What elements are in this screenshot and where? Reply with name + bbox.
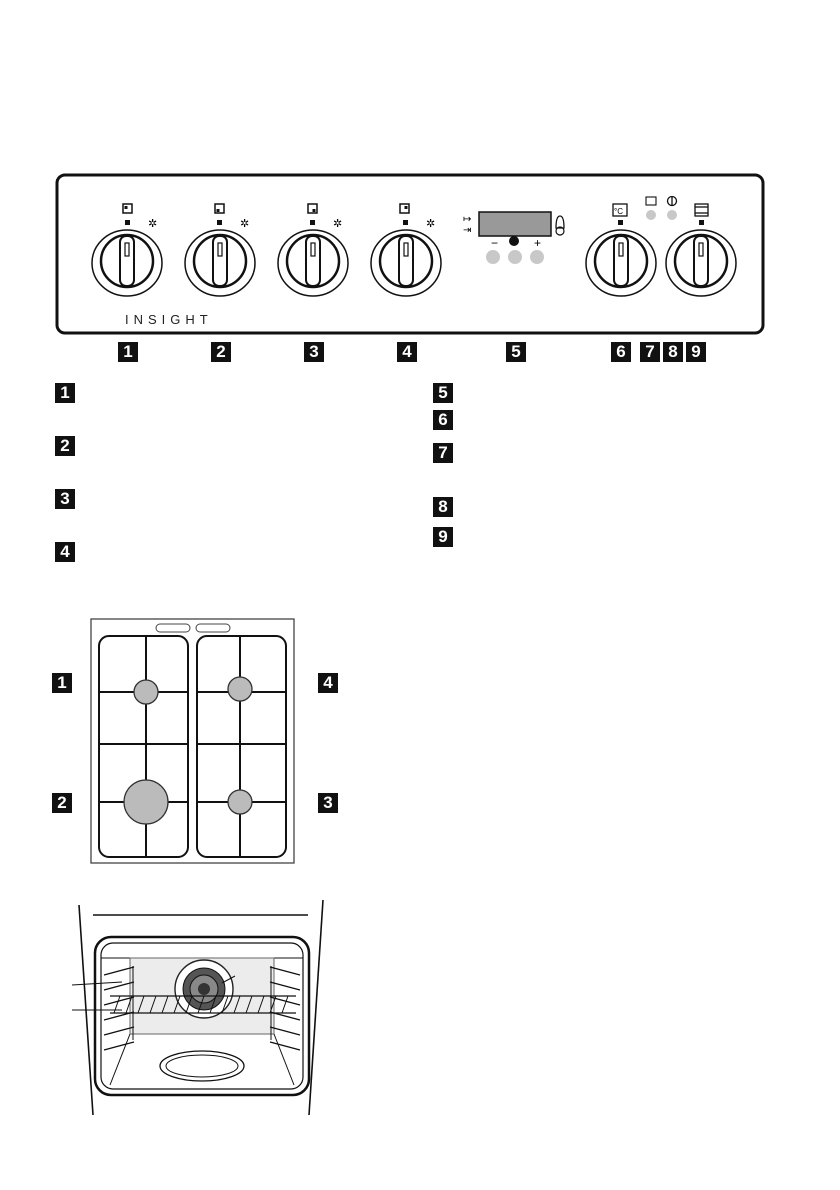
knob-number-9: 9 (686, 342, 706, 362)
knob-number-5: 5 (506, 342, 526, 362)
legend-number-3: 3 (55, 489, 75, 509)
legend-number-6: 6 (433, 410, 453, 430)
legend-number-9: 9 (433, 527, 453, 547)
legend-number-7: 7 (433, 443, 453, 463)
legend-number-1: 1 (55, 383, 75, 403)
legend-number-8: 8 (433, 497, 453, 517)
knob-oven-function[interactable] (665, 203, 737, 297)
power-indicator-light (666, 195, 678, 220)
hob-label-2: 2 (52, 793, 72, 813)
knob-number-6: 6 (611, 342, 631, 362)
knob-number-3: 3 (304, 342, 324, 362)
timer-plus-button[interactable] (530, 250, 544, 264)
thermostat-indicator-light (645, 196, 657, 220)
hob-label-3: 3 (318, 793, 338, 813)
knob-burner-2[interactable]: ✲ (184, 203, 256, 297)
burner-2 (123, 779, 169, 825)
svg-text:✲: ✲ (426, 217, 435, 230)
burner-3 (227, 789, 253, 815)
burner-1 (133, 679, 159, 705)
timer-select-dot (509, 236, 519, 246)
timer-minus-sign: − (491, 236, 498, 250)
brand-logo: INSIGHT (125, 312, 213, 327)
knob-number-2: 2 (211, 342, 231, 362)
legend-number-5: 5 (433, 383, 453, 403)
hob-label-4: 4 (318, 673, 338, 693)
legend-number-4: 4 (55, 542, 75, 562)
knob-number-4: 4 (397, 342, 417, 362)
knob-number-8: 8 (663, 342, 683, 362)
knob-number-7: 7 (640, 342, 660, 362)
hob-label-1: 1 (52, 673, 72, 693)
timer-minus-button[interactable] (486, 250, 500, 264)
burner-4 (227, 676, 253, 702)
control-panel-frame (55, 173, 765, 335)
timer-plus-sign: + (534, 236, 541, 250)
timer-select-button[interactable] (508, 250, 522, 264)
knob-burner-3[interactable]: ✲ (277, 203, 349, 297)
timer-display: ↦ ⇥ (463, 211, 565, 237)
oven-cavity-diagram (71, 899, 324, 1116)
temp-symbol: °C (614, 207, 623, 216)
hob-diagram (90, 618, 295, 864)
knob-number-1: 1 (118, 342, 138, 362)
svg-text:↦: ↦ (463, 214, 471, 225)
svg-text:✲: ✲ (240, 217, 249, 230)
svg-text:✲: ✲ (148, 217, 157, 230)
legend-number-2: 2 (55, 436, 75, 456)
svg-text:⇥: ⇥ (463, 225, 471, 236)
knob-burner-1[interactable]: ✲ (91, 203, 163, 297)
knob-oven-thermostat[interactable]: °C (585, 203, 657, 297)
svg-text:✲: ✲ (333, 217, 342, 230)
knob-burner-4[interactable]: ✲ (370, 203, 442, 297)
